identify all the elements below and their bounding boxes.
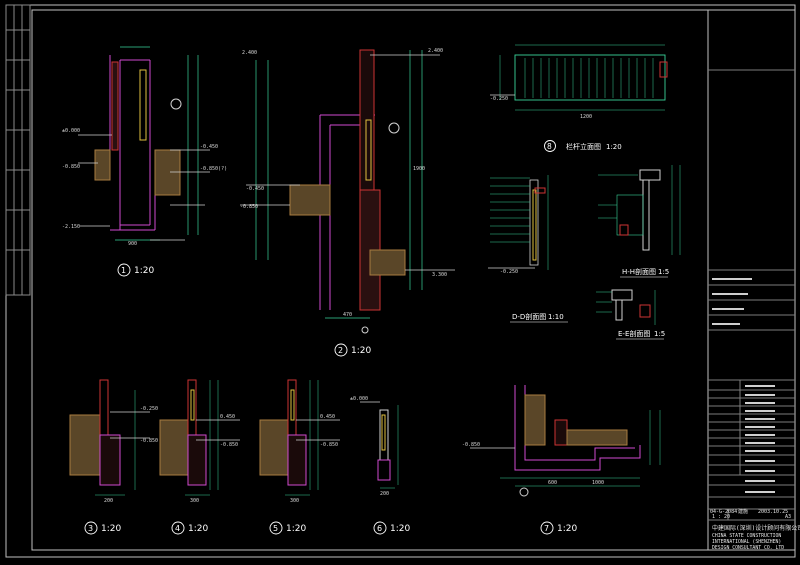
detail-5-scale: 1:20 — [286, 524, 306, 534]
detail-4-drawing — [159, 379, 240, 496]
detail-4-number: 4 — [175, 524, 180, 533]
detail-1-number: 1 — [121, 266, 126, 275]
d7-dim-1000: 1000 — [592, 480, 604, 486]
detail-1-scale: 1:20 — [134, 266, 154, 276]
d7-dim-600: 600 — [548, 480, 557, 486]
section-dd-drawing — [488, 175, 549, 270]
company-name-en-2: INTERNATIONAL (SHENZHEN) — [712, 539, 781, 545]
d1-elev-e1: ±0.000 — [62, 128, 80, 134]
d1-elev-e3: -0.850 — [62, 164, 80, 170]
detail-4-scale: 1:20 — [188, 524, 208, 534]
section-ee-drawing — [596, 289, 656, 325]
binding-strip — [5, 4, 31, 296]
detail-3-scale: 1:20 — [101, 524, 121, 534]
detail-3-drawing — [69, 379, 150, 496]
d8-elev-e6: -0.250 — [490, 96, 508, 102]
d2-elev-e3: -0.850 — [240, 204, 258, 210]
detail-7-drawing — [470, 385, 661, 497]
d2-elev-e7: 3.300 — [432, 272, 447, 278]
detail-7-number: 7 — [544, 524, 549, 533]
title-row-1: 04-G-2084 — [710, 509, 737, 515]
detail-8-scale: 1:20 — [606, 143, 622, 151]
detail-6-scale: 1:20 — [390, 524, 410, 534]
title-date: 2003.10.25 — [758, 509, 788, 515]
title-block: 04-G-2084 建施 1 : 20 2003.10.25 A3 中建国际(深… — [707, 9, 800, 551]
d4-dim-300: 300 — [190, 498, 199, 504]
detail-3-marker — [84, 521, 98, 535]
title-row-5: A3 — [785, 514, 791, 520]
d2-dim-470: 470 — [343, 312, 352, 318]
section-hh-drawing — [598, 165, 681, 255]
detail-8-title: 栏杆立面图 — [566, 142, 601, 151]
d5-elev-e9: 0.450 — [320, 414, 335, 420]
detail-6-marker — [373, 521, 387, 535]
company-name-en-3: DESIGN CONSULTANT CO. LTD — [712, 545, 784, 551]
d5-dim-300: 300 — [290, 498, 299, 504]
d4-elev-e3: -0.850 — [220, 442, 238, 448]
d4-elev-e9: 0.450 — [220, 414, 235, 420]
section-ee-scale: 1:5 — [654, 330, 665, 338]
dd-elev-e6: -0.250 — [500, 269, 518, 275]
detail-2-drawing — [240, 49, 455, 334]
section-hh-title: H-H剖面图 — [622, 267, 656, 276]
detail-7-scale: 1:20 — [557, 524, 577, 534]
detail-8-drawing — [490, 44, 668, 111]
d2-elev-e5b: 2.400 — [428, 48, 443, 54]
d2-dim-1900: 1900 — [413, 166, 425, 172]
detail-8-number: 8 — [547, 142, 552, 151]
d3-elev-e3: -0.850 — [140, 438, 158, 444]
d1-elev-e4: -2.150 — [62, 224, 80, 230]
d3-dim-200: 200 — [104, 498, 113, 504]
detail-3-number: 3 — [88, 524, 93, 533]
detail-5-drawing — [259, 379, 340, 496]
detail-5-marker — [269, 521, 283, 535]
detail-5-number: 5 — [273, 524, 278, 533]
d6-dim-200: 200 — [380, 491, 389, 497]
detail-6-number: 6 — [377, 524, 382, 533]
d8-dim-1200: 1200 — [580, 114, 592, 120]
detail-2-marker — [334, 343, 348, 357]
section-dd-title: D-D剖面图 — [512, 312, 546, 321]
detail-2-scale: 1:20 — [351, 346, 371, 356]
detail-8-marker — [544, 140, 556, 152]
d2-elev-e5: 2.400 — [242, 50, 257, 56]
detail-6-drawing — [360, 401, 399, 489]
company-name-cn: 中建国际(深圳)设计顾问有限公司 — [712, 524, 800, 532]
company-name-en-1: CHINA STATE CONSTRUCTION — [712, 533, 781, 539]
d1-elev-e2: -0.450 — [200, 144, 218, 150]
section-ee-title: E-E剖面图 — [618, 329, 650, 338]
detail-1-marker — [117, 263, 131, 277]
title-row-3: 1 : 20 — [712, 514, 730, 520]
d1-elev-e10: -0.850(?) — [200, 166, 227, 172]
d5-elev-e3: -0.850 — [320, 442, 338, 448]
section-dd-scale: 1:10 — [548, 313, 564, 321]
detail-2-number: 2 — [338, 346, 343, 355]
detail-7-marker — [540, 521, 554, 535]
section-hh-scale: 1:5 — [658, 268, 669, 276]
detail-4-marker — [171, 521, 185, 535]
sheet-border — [5, 4, 796, 558]
detail-1-drawing — [78, 46, 210, 241]
d2-elev-e2: -0.450 — [246, 186, 264, 192]
d1-dim-900: 900 — [128, 241, 137, 247]
d6-elev-e1: ±0.000 — [350, 396, 368, 402]
d7-elev-e3: -0.850 — [462, 442, 480, 448]
title-row-2: 建施 — [738, 508, 748, 515]
d3-elev-e6: -0.250 — [140, 406, 158, 412]
